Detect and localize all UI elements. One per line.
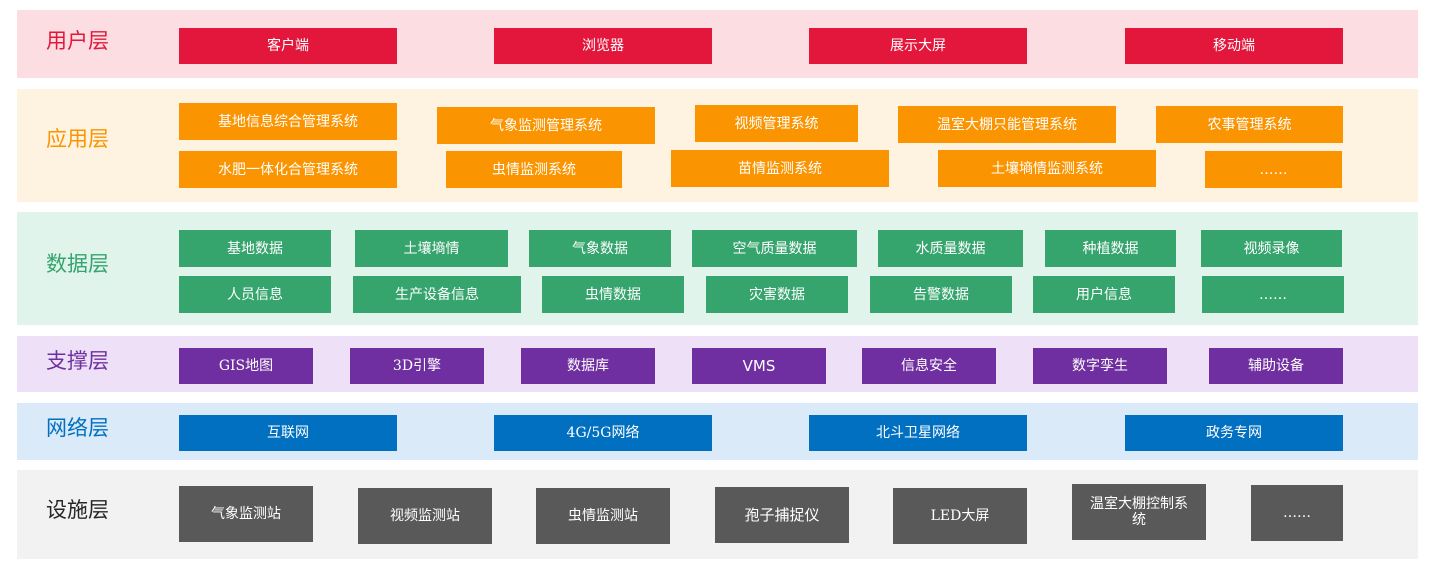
- data-alarm-box: 告警数据: [870, 276, 1012, 313]
- support-gis-map-box: GIS地图: [179, 348, 313, 384]
- network-government-box: 政务专网: [1125, 415, 1343, 451]
- network-beidou-box: 北斗卫星网络: [809, 415, 1027, 451]
- app-soil-system-box: 土壤墒情监测系统: [938, 150, 1156, 187]
- data-equipment-box: 生产设备信息: [353, 276, 521, 313]
- app-greenhouse-system-box: 温室大棚只能管理系统: [898, 106, 1116, 143]
- support-digital-twin-box: 数字孪生: [1033, 348, 1167, 384]
- app-video-system-box: 视频管理系统: [695, 105, 858, 142]
- app-farming-system-box: 农事管理系统: [1156, 106, 1343, 143]
- network-layer-label: 网络层: [46, 416, 109, 440]
- data-pest-box: 虫情数据: [542, 276, 684, 313]
- app-seedling-system-box: 苗情监测系统: [671, 150, 889, 187]
- user-browser-box: 浏览器: [494, 28, 712, 64]
- app-more-box: ……: [1205, 151, 1342, 188]
- support-database-box: 数据库: [521, 348, 655, 384]
- infra-layer-label: 设施层: [46, 498, 109, 522]
- data-user-info-box: 用户信息: [1033, 276, 1175, 313]
- infra-spore-trap-box: 孢子捕捉仪: [715, 487, 849, 543]
- data-air-quality-box: 空气质量数据: [692, 230, 857, 267]
- data-video-recording-box: 视频录像: [1201, 230, 1342, 267]
- infra-weather-station-box: 气象监测站: [179, 486, 313, 542]
- network-4g5g-box: 4G/5G网络: [494, 415, 712, 451]
- app-fertigation-system-box: 水肥一体化合管理系统: [179, 151, 397, 188]
- user-layer-label: 用户层: [46, 29, 109, 53]
- data-personnel-box: 人员信息: [179, 276, 331, 313]
- data-more-box: ……: [1202, 276, 1344, 313]
- support-3d-engine-box: 3D引擎: [350, 348, 484, 384]
- data-water-quality-box: 水质量数据: [878, 230, 1023, 267]
- app-weather-system-box: 气象监测管理系统: [437, 107, 655, 144]
- data-disaster-box: 灾害数据: [706, 276, 848, 313]
- app-pest-system-box: 虫情监测系统: [446, 151, 622, 188]
- data-base-box: 基地数据: [179, 230, 331, 267]
- user-mobile-box: 移动端: [1125, 28, 1343, 64]
- app-base-info-system-box: 基地信息综合管理系统: [179, 103, 397, 140]
- infra-pest-station-box: 虫情监测站: [536, 488, 670, 544]
- app-layer-label: 应用层: [46, 127, 109, 151]
- support-auxiliary-box: 辅助设备: [1209, 348, 1343, 384]
- support-layer-label: 支撑层: [46, 349, 109, 373]
- infra-more-box: ……: [1251, 485, 1343, 541]
- support-vms-box: VMS: [692, 348, 826, 384]
- support-security-box: 信息安全: [862, 348, 996, 384]
- user-display-screen-box: 展示大屏: [809, 28, 1027, 64]
- data-layer-label: 数据层: [46, 252, 109, 276]
- infra-led-screen-box: LED大屏: [893, 488, 1027, 544]
- data-weather-box: 气象数据: [529, 230, 671, 267]
- data-planting-box: 种植数据: [1045, 230, 1176, 267]
- network-internet-box: 互联网: [179, 415, 397, 451]
- infra-greenhouse-control-box: 温室大棚控制系统: [1072, 484, 1206, 540]
- data-soil-moisture-box: 土壤墒情: [355, 230, 508, 267]
- infra-video-station-box: 视频监测站: [358, 488, 492, 544]
- user-client-box: 客户端: [179, 28, 397, 64]
